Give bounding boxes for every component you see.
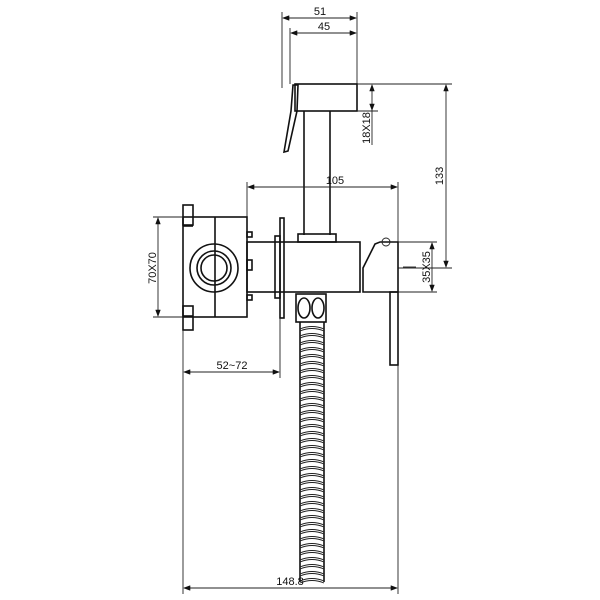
hose-coil <box>299 340 325 346</box>
hose-coil <box>299 410 325 416</box>
hose-coil <box>299 536 325 542</box>
hose-coil <box>299 522 325 528</box>
hose-coil <box>299 382 325 388</box>
hose-coil <box>299 347 325 353</box>
hose-coil <box>299 326 325 332</box>
hose-coil <box>299 403 325 409</box>
dim-105: 105 <box>246 175 399 242</box>
hose-coil <box>299 361 325 367</box>
dim-133-label: 133 <box>434 167 446 185</box>
hose-coil <box>299 543 325 549</box>
hose-coil <box>299 550 325 556</box>
hose-coil <box>299 396 325 402</box>
hose-coil <box>299 459 325 465</box>
dim-45: 45 <box>289 21 357 84</box>
dim-51: 51 <box>281 6 358 88</box>
hose-coil <box>299 375 325 381</box>
dim-148-8-label: 148.8 <box>276 576 304 588</box>
hose-coil <box>299 564 325 570</box>
hose-coil <box>299 424 325 430</box>
valve-body <box>246 217 399 366</box>
hose-coil <box>299 571 325 577</box>
hose-coil <box>299 494 325 500</box>
hose-coil <box>299 445 325 451</box>
hose-coil <box>299 368 325 374</box>
shower-head <box>283 83 358 235</box>
dim-52-72: 52~72 <box>182 318 281 378</box>
dim-105-label: 105 <box>326 175 344 187</box>
hose-coil <box>299 333 325 339</box>
dim-70x70-label: 70X70 <box>147 252 159 284</box>
dim-18x18: 18X18 <box>357 83 452 145</box>
dim-35x35-label: 35X35 <box>421 251 433 283</box>
hose-coil <box>299 529 325 535</box>
dim-52-72-label: 52~72 <box>217 360 248 372</box>
hose-coil <box>299 354 325 360</box>
hose-coil <box>299 389 325 395</box>
dim-35x35: 35X35 <box>398 241 437 293</box>
hose-coil <box>299 480 325 486</box>
hose-coil <box>299 417 325 423</box>
hose-coil <box>299 452 325 458</box>
hose-coil <box>299 501 325 507</box>
hose-coil <box>299 515 325 521</box>
hose-coil <box>299 578 325 584</box>
hose-coil <box>299 431 325 437</box>
hose <box>295 293 327 584</box>
dim-51-label: 51 <box>314 6 326 18</box>
wall-box <box>182 204 253 331</box>
dim-148-8: 148.8 <box>182 365 399 594</box>
dim-18x18-label: 18X18 <box>361 112 373 144</box>
hose-coil <box>299 557 325 563</box>
dim-133: 133 <box>398 84 452 269</box>
hose-coil <box>299 508 325 514</box>
hose-coil <box>299 438 325 444</box>
hose-coil <box>299 466 325 472</box>
hose-coil <box>299 487 325 493</box>
hose-coil <box>299 473 325 479</box>
dim-70x70: 70X70 <box>147 216 183 318</box>
dim-45-label: 45 <box>318 21 330 33</box>
